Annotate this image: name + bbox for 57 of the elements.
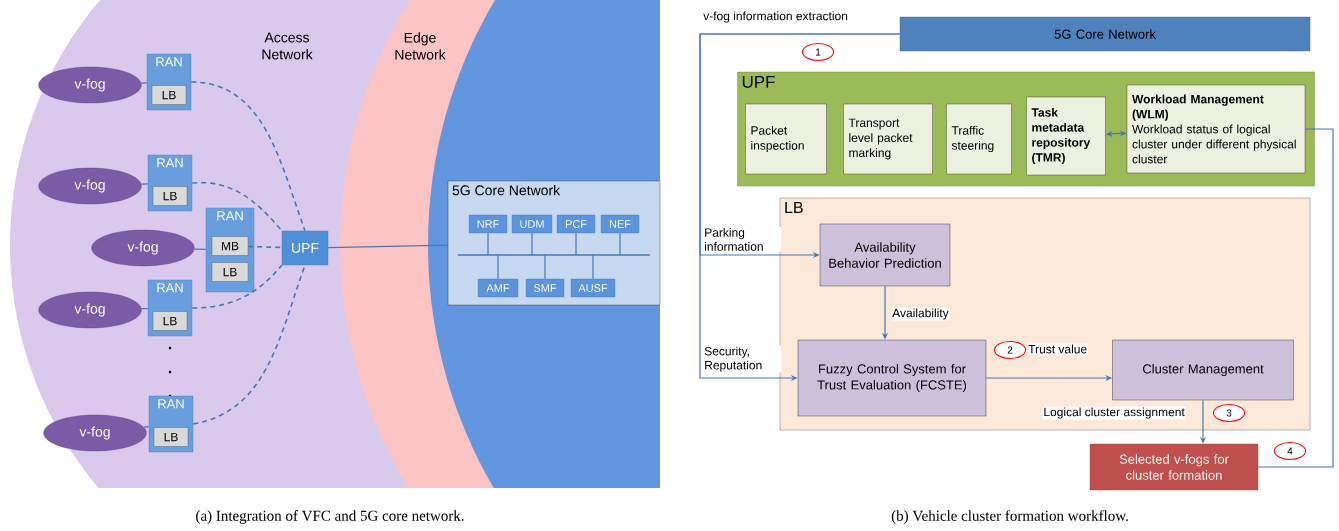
- connector-line: [190, 81, 306, 232]
- connector-line: [327, 244, 449, 249]
- edge-label: Security, Reputation: [703, 345, 782, 373]
- process-box: Fuzzy Control System for Trust Evaluation (FCSTE): [797, 339, 987, 417]
- function-box: NEF: [600, 214, 640, 234]
- inner-box: LB: [152, 186, 188, 206]
- connector-line: [191, 264, 283, 309]
- flow-label: v-fog information extraction: [702, 10, 849, 24]
- edge-label: Availability: [891, 307, 950, 321]
- connector-line: [143, 426, 150, 428]
- function-box: Traffic steering: [946, 103, 1012, 175]
- connector-line: [140, 183, 149, 185]
- step-number: 2: [993, 341, 1027, 359]
- edge-label: Logical cluster assignment: [1042, 406, 1186, 420]
- process-box: Availability Behavior Prediction: [819, 223, 951, 287]
- core-network-bar: 5G Core Network: [899, 16, 1311, 52]
- inner-box: LB: [151, 85, 187, 105]
- function-box: NRF: [468, 214, 508, 234]
- function-box: PCF: [556, 214, 596, 234]
- edge-label: Trust value: [1027, 343, 1089, 355]
- function-box: SMF: [525, 278, 565, 298]
- caption: (b) Vehicle cluster formation workflow.: [891, 510, 1128, 524]
- connector-line: [140, 82, 148, 84]
- connector-line: [619, 232, 621, 256]
- step-number: 3: [1212, 404, 1246, 422]
- inner-box: LB: [152, 311, 188, 331]
- inner-box: LB: [153, 427, 189, 447]
- function-box: AMF: [477, 278, 519, 298]
- zone-label: Edge Network: [395, 32, 446, 60]
- edge-label: Parking information: [703, 227, 782, 252]
- caption: (a) Integration of VFC and 5G core network.: [196, 510, 464, 524]
- step-number: 1: [801, 43, 835, 61]
- upf-box: UPF: [281, 230, 329, 266]
- connector-line: [191, 181, 283, 232]
- function-box: Task metadata repository (TMR): [1026, 96, 1106, 176]
- function-box: Packet inspection: [745, 103, 827, 175]
- inner-box: LB: [211, 262, 249, 282]
- process-box: Cluster Management: [1112, 339, 1294, 401]
- step-number: 4: [1273, 442, 1307, 460]
- connector-line: [497, 254, 499, 280]
- zone-label: Access Network: [262, 32, 313, 60]
- connector-line: [575, 232, 577, 256]
- connector-line: [544, 254, 546, 280]
- function-box: Workload Management (WLM) Workload status of logical cluster under different physical cluster: [1126, 84, 1306, 174]
- inner-box: MB: [211, 236, 249, 256]
- connector-line: [592, 254, 594, 280]
- result-box: Selected v-fogs for cluster formation: [1089, 443, 1259, 491]
- connector-line: [193, 248, 207, 251]
- function-box: UDM: [511, 214, 553, 234]
- function-box: Transport level packet marking: [843, 103, 933, 175]
- connector-line: [247, 245, 283, 249]
- function-box: AUSF: [570, 278, 616, 298]
- connector-line: [531, 232, 533, 256]
- connector-line: [140, 307, 149, 310]
- connector-line: [1257, 128, 1334, 468]
- connector-line: [487, 232, 489, 256]
- bus-line: [458, 254, 650, 256]
